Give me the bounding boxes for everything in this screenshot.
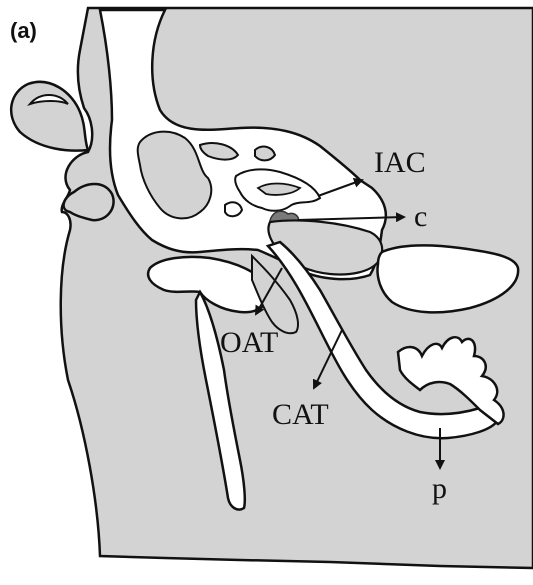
label-oat: OAT [220,326,278,359]
label-iac: IAC [374,146,426,179]
auricle [11,82,88,151]
label-c: c [414,200,427,233]
ossicle-island-2 [255,147,275,161]
label-cat: CAT [272,398,329,431]
label-p: p [432,472,447,505]
ossicle-island-3 [225,202,242,216]
